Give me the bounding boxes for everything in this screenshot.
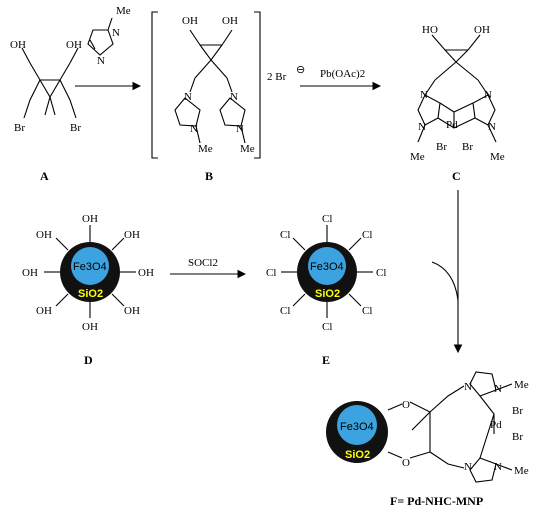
f-oxygen-1: O — [402, 399, 410, 411]
c-hydroxyl-left: HO — [422, 24, 438, 36]
compound-a: OH OH Br Br A — [10, 39, 82, 183]
b-hydroxyl-right: OH — [222, 15, 238, 27]
d-core-label: Fe3O4 — [73, 261, 107, 273]
a-bromine-left: Br — [14, 122, 25, 134]
c-methyl-1: Me — [410, 151, 425, 163]
b-nitrogen-1: N — [184, 91, 192, 103]
methylimidazole-n-bottom: N — [97, 55, 105, 67]
compound-label-a: A — [40, 169, 49, 183]
c-bromine-1: Br — [436, 141, 447, 153]
b-methyl-1: Me — [198, 143, 213, 155]
f-shell-label: SiO2 — [345, 449, 370, 461]
d-hydroxyl-bottom-right: OH — [124, 305, 140, 317]
f-oxygen-2: O — [402, 457, 410, 469]
c-nitrogen-4: N — [488, 121, 496, 133]
e-core-particle — [308, 247, 346, 285]
e-chlorine-bottom: Cl — [322, 321, 332, 333]
c-nitrogen-2: N — [484, 89, 492, 101]
f-nitrogen-4: N — [494, 461, 502, 473]
f-core-particle — [337, 405, 377, 445]
d-hydroxyl-right: OH — [138, 267, 154, 279]
b-nitrogen-4: N — [236, 123, 244, 135]
reagent-methylimidazole: N N Me — [87, 5, 131, 67]
f-bromine-1: Br — [512, 405, 523, 417]
d-core-particle — [71, 247, 109, 285]
compound-label-e: E — [322, 353, 330, 367]
d-hydroxyl-bottom-left: OH — [36, 305, 52, 317]
methylimidazole-methyl: Me — [116, 5, 131, 17]
f-core-label: Fe3O4 — [340, 421, 374, 433]
methylimidazole-n-top: N — [112, 27, 120, 39]
d-shell-label: SiO2 — [78, 288, 103, 300]
d-hydroxyl-bottom: OH — [82, 321, 98, 333]
e-core-label: Fe3O4 — [310, 261, 344, 273]
a-hydroxyl-left: OH — [10, 39, 26, 51]
reagent-step3: SOCl2 — [188, 257, 218, 269]
compound-f: Fe3O4 SiO2 O O N N N N Pd Br Br Me Me F=… — [326, 371, 529, 508]
arrow-e-joins — [431, 261, 459, 301]
b-nitrogen-2: N — [230, 91, 238, 103]
compound-c: HO OH N N N N Pd Br Br Me Me C — [410, 24, 505, 183]
d-hydroxyl-top-left: OH — [36, 229, 52, 241]
b-methyl-2: Me — [240, 143, 255, 155]
compound-label-f: F= Pd-NHC-MNP — [390, 494, 483, 508]
c-methyl-2: Me — [490, 151, 505, 163]
d-hydroxyl-top-right: OH — [124, 229, 140, 241]
c-nitrogen-3: N — [418, 121, 426, 133]
e-chlorine-right: Cl — [376, 267, 386, 279]
compound-label-d: D — [84, 353, 93, 367]
c-bromine-2: Br — [462, 141, 473, 153]
f-methyl-2: Me — [514, 465, 529, 477]
e-chlorine-left: Cl — [266, 267, 276, 279]
e-shell-label: SiO2 — [315, 288, 340, 300]
compound-label-b: B — [205, 169, 213, 183]
e-chlorine-bottom-left: Cl — [280, 305, 290, 317]
b-counterion: 2 Br — [267, 71, 287, 83]
e-chlorine-bottom-right: Cl — [362, 305, 372, 317]
d-hydroxyl-left: OH — [22, 267, 38, 279]
a-bromine-right: Br — [70, 122, 81, 134]
b-counterion-charge: ⊖ — [296, 64, 305, 76]
compound-d: Fe3O4 SiO2 OH OH OH OH OH OH OH OH D — [22, 213, 154, 367]
compound-e: Fe3O4 SiO2 Cl Cl Cl Cl Cl Cl Cl Cl E — [266, 213, 386, 367]
f-nitrogen-1: N — [464, 381, 472, 393]
c-hydroxyl-right: OH — [474, 24, 490, 36]
c-palladium: Pd — [446, 119, 458, 131]
f-palladium: Pd — [490, 419, 502, 431]
a-hydroxyl-right: OH — [66, 39, 82, 51]
f-bromine-2: Br — [512, 431, 523, 443]
f-nitrogen-3: N — [464, 461, 472, 473]
reagent-step2: Pb(OAc)2 — [320, 68, 365, 80]
c-nitrogen-1: N — [420, 89, 428, 101]
d-hydroxyl-top: OH — [82, 213, 98, 225]
e-chlorine-top-left: Cl — [280, 229, 290, 241]
f-nitrogen-2: N — [494, 383, 502, 395]
compound-label-c: C — [452, 169, 461, 183]
b-hydroxyl-left: OH — [182, 15, 198, 27]
b-nitrogen-3: N — [190, 123, 198, 135]
f-methyl-1: Me — [514, 379, 529, 391]
e-chlorine-top: Cl — [322, 213, 332, 225]
compound-b: OH OH N N N N Me Me 2 Br ⊖ B — [151, 11, 305, 183]
e-chlorine-top-right: Cl — [362, 229, 372, 241]
